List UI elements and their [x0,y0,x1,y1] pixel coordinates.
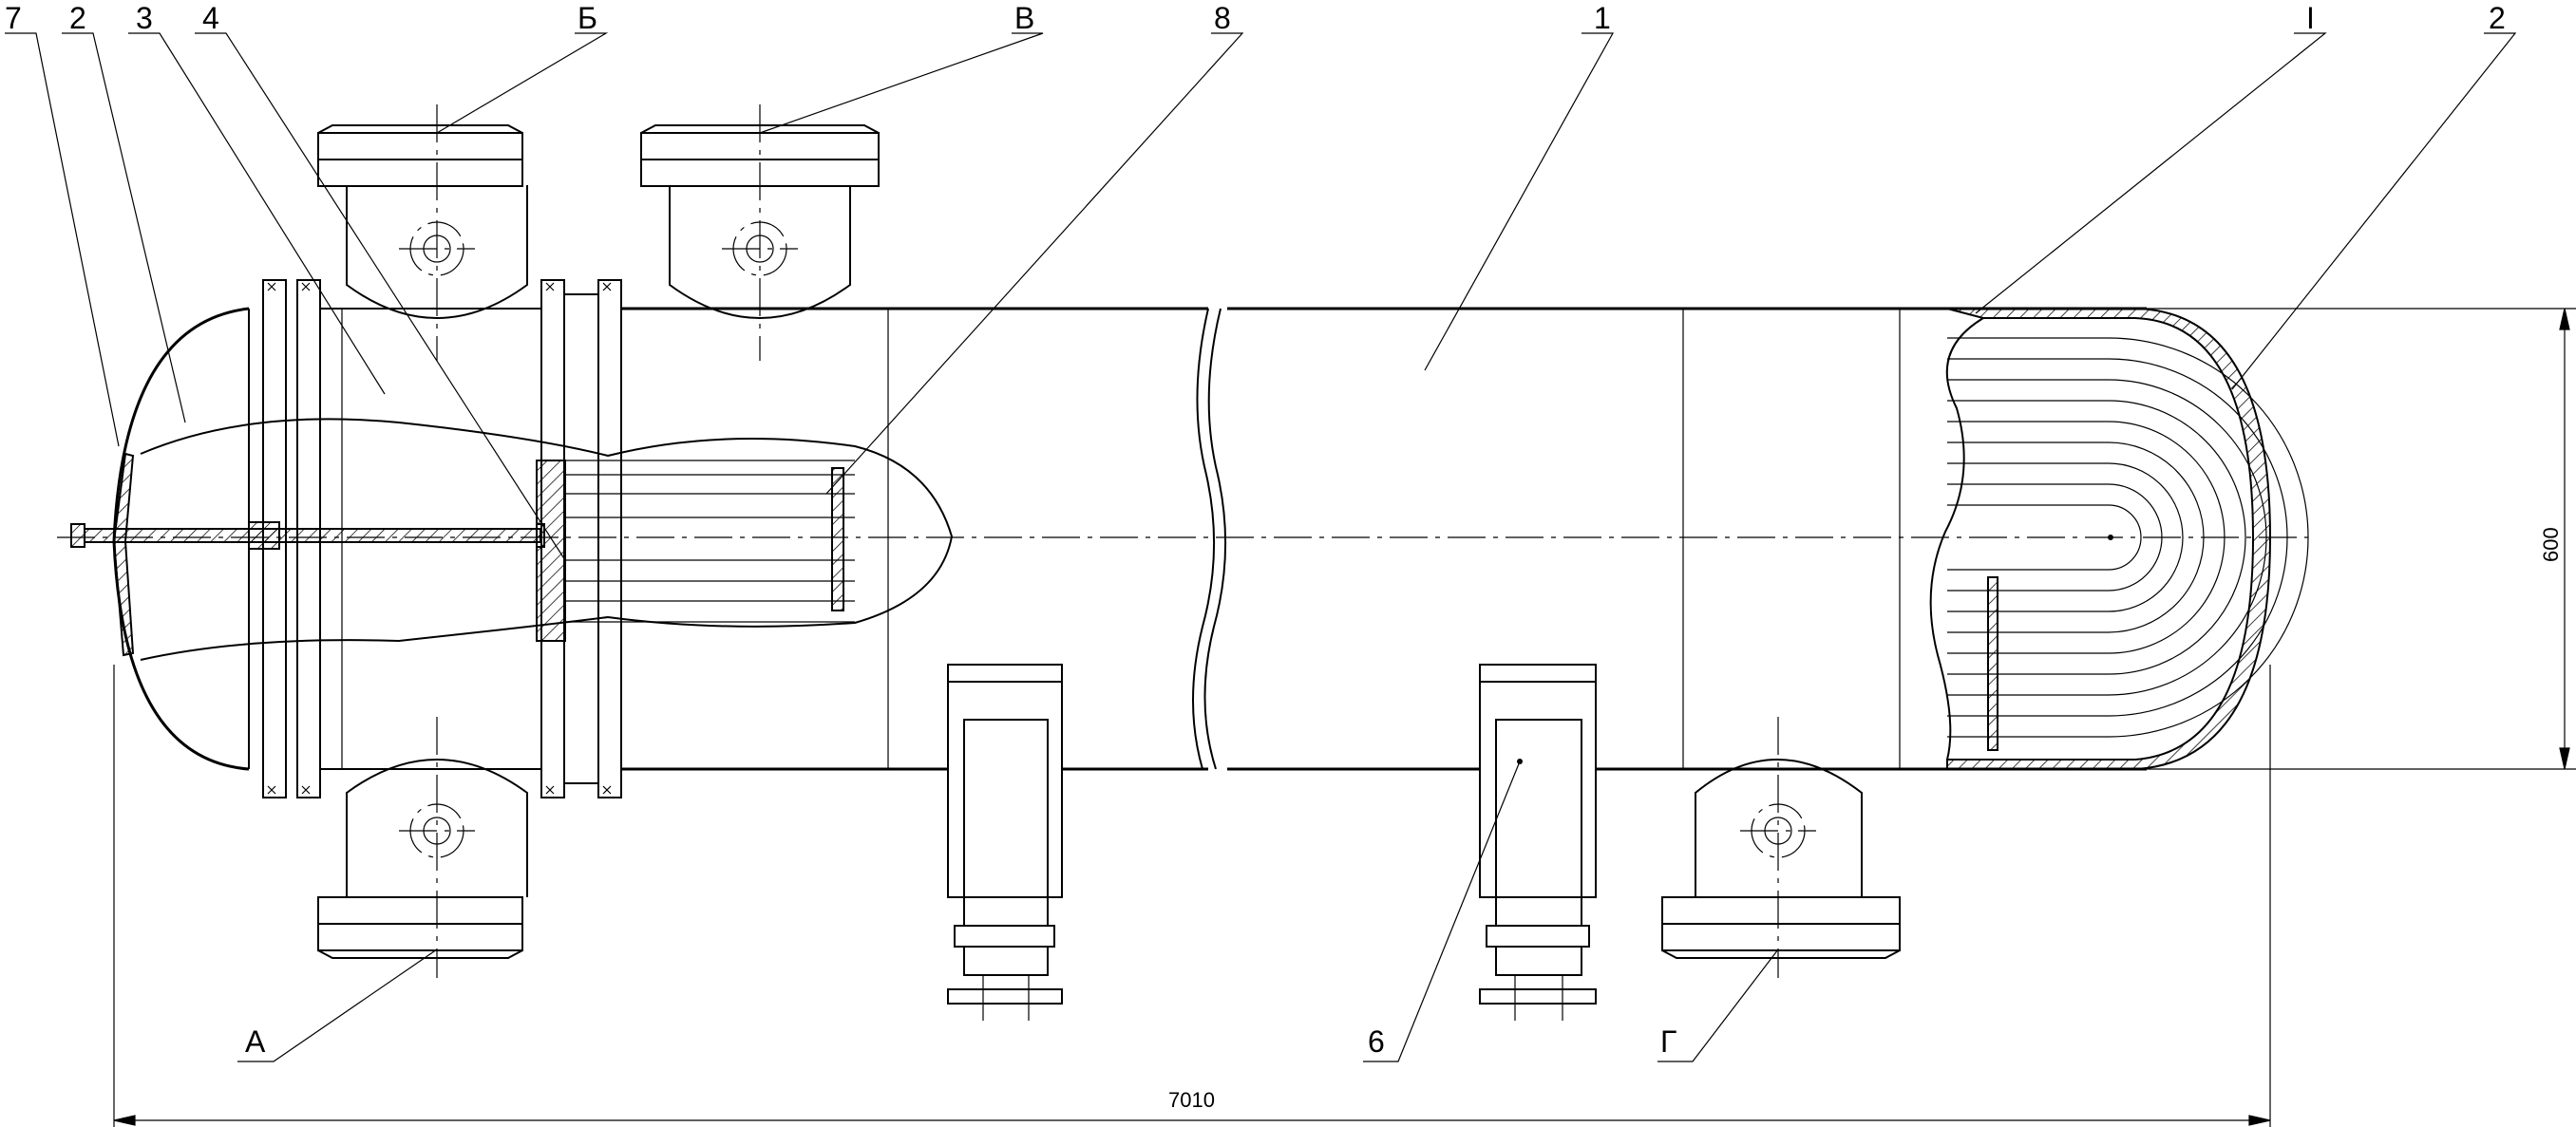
right-head [1929,308,2309,770]
saddle-support-left [947,664,1063,1021]
leader-lines [5,32,2517,1062]
callout-1: 1 [1594,1,1611,35]
nozzle-v [640,104,880,361]
nozzle-a [317,717,528,978]
dimension-lines [113,308,2576,1127]
callout-4: 4 [202,1,219,35]
callout-2-right: 2 [2489,1,2506,35]
nozzle-g [1661,717,1901,978]
callout-7: 7 [5,1,22,35]
callout-2-left: 2 [69,1,86,35]
callout-6: 6 [1368,1024,1385,1059]
callout-b: Б [578,1,597,35]
callout-g: Г [1660,1024,1676,1059]
nozzle-b [317,104,528,361]
dimension-length: 7010 [1168,1088,1215,1112]
tube-bundle-cutaway [140,418,954,661]
callout-i: I [2306,1,2315,35]
callout-v: В [1014,1,1034,35]
tie-rod [70,521,545,550]
callout-3: 3 [136,1,153,35]
dimension-diameter: 600 [2539,527,2563,562]
saddle-support-right [1479,664,1597,1021]
callout-8: 8 [1214,1,1231,35]
shell-body [622,307,2147,771]
callout-a: А [245,1024,266,1059]
